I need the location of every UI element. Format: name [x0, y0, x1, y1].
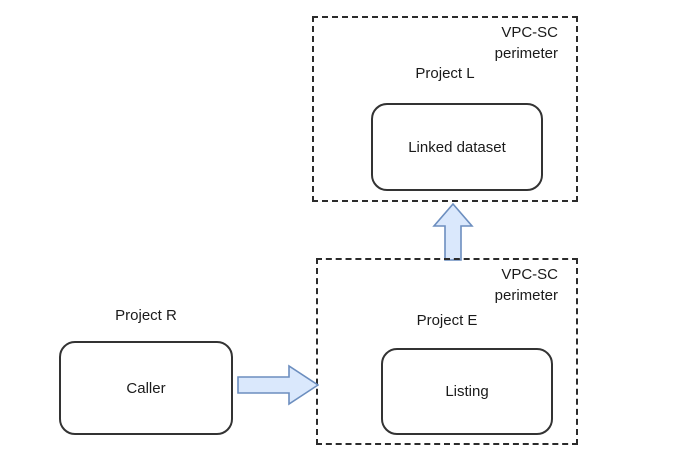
node-linked-dataset-label: Linked dataset [408, 138, 506, 156]
project-label-r: Project R [115, 307, 177, 324]
arrow-up-icon [432, 202, 474, 261]
node-caller[interactable]: Caller [59, 341, 233, 435]
arrow-right-icon [237, 364, 320, 406]
vpcsc-perimeter-bottom [316, 258, 578, 445]
node-listing[interactable]: Listing [381, 348, 553, 435]
arrow-up-listing-to-linked-dataset [432, 202, 474, 261]
node-listing-label: Listing [445, 383, 489, 400]
vpcsc-perimeter-top [312, 16, 578, 202]
node-caller-label: Caller [126, 379, 166, 397]
arrow-right-caller-to-listing [237, 364, 320, 406]
node-linked-dataset[interactable]: Linked dataset [371, 103, 543, 191]
